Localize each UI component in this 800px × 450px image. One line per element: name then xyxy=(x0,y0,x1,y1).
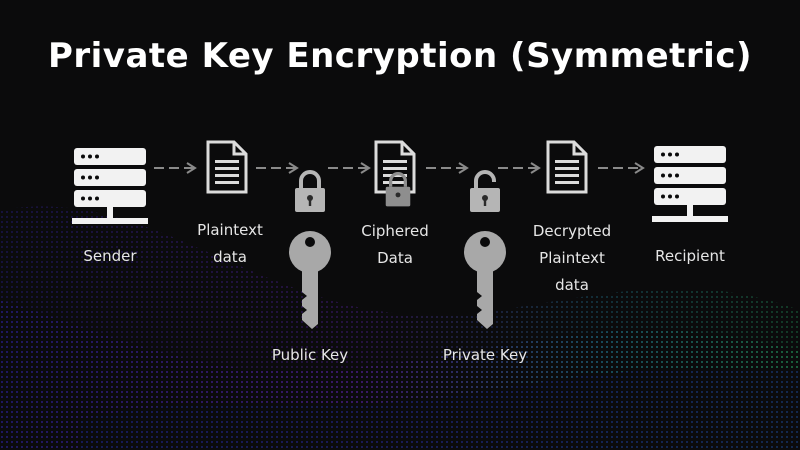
ciphered-label-line: Data xyxy=(377,249,413,267)
private-key-label-text: Private Key xyxy=(442,346,528,364)
arrow-icon xyxy=(426,162,469,174)
plaintext-document-icon xyxy=(206,140,248,194)
decrypted-label-line: data xyxy=(555,276,589,294)
plaintext-label-line: data xyxy=(213,248,247,266)
public-key-icon xyxy=(289,231,331,329)
padlock-icon xyxy=(295,170,325,212)
recipient-label-text: Recipient xyxy=(655,247,725,265)
recipient-label: Recipient xyxy=(635,243,745,270)
sender-label-text: Sender xyxy=(83,247,137,265)
padlock-icon xyxy=(385,172,411,207)
decrypted-label-line: Plaintext xyxy=(539,249,605,267)
plaintext-label: Plaintext data xyxy=(180,217,280,271)
open-padlock-icon xyxy=(470,170,500,212)
arrow-icon xyxy=(498,162,541,174)
decrypted-label: Decrypted Plaintext data xyxy=(512,218,632,299)
sender-server-icon xyxy=(72,148,148,224)
decrypted-label-line: Decrypted xyxy=(532,222,612,240)
public-key-label-text: Public Key xyxy=(271,346,349,364)
sender-label: Sender xyxy=(60,243,160,270)
ciphered-label: Ciphered Data xyxy=(345,218,445,272)
private-key-icon xyxy=(464,231,506,329)
decrypted-document-icon xyxy=(546,140,588,194)
arrow-icon xyxy=(154,162,197,174)
arrow-icon xyxy=(328,162,371,174)
plaintext-label-line: Plaintext xyxy=(197,221,263,239)
diagram-title: Private Key Encryption (Symmetric) xyxy=(47,36,753,76)
arrow-icon xyxy=(256,162,299,174)
ciphered-label-line: Ciphered xyxy=(361,222,429,240)
arrow-icon xyxy=(598,162,645,174)
private-key-label: Private Key xyxy=(420,342,550,369)
public-key-label: Public Key xyxy=(245,342,375,369)
recipient-server-icon xyxy=(652,146,728,222)
